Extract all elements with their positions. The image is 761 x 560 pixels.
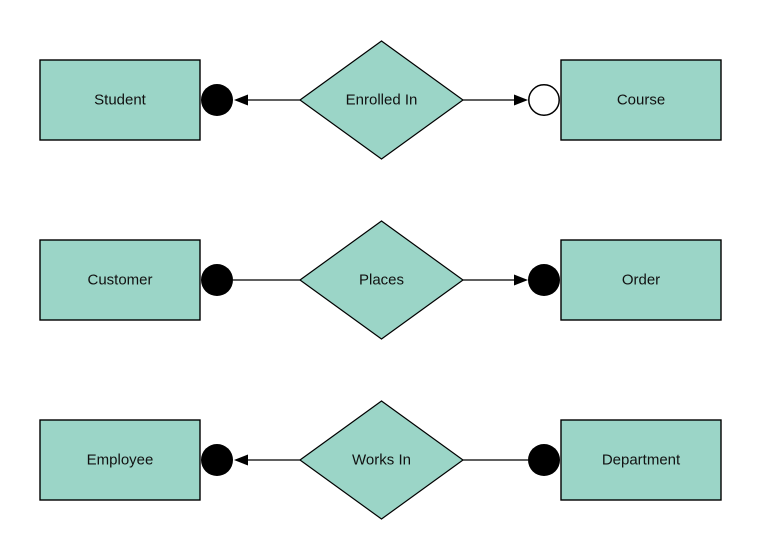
entity-department-label: Department (602, 452, 681, 469)
arrowhead-right-icon (514, 274, 528, 286)
cardinality-dot-filled (201, 444, 233, 476)
entity-order-label: Order (622, 272, 660, 289)
entity-employee (39, 419, 201, 501)
entity-department (560, 419, 722, 501)
relationship-places-label: Places (359, 272, 404, 289)
arrowhead-left-icon (234, 454, 248, 466)
cardinality-dot-filled (528, 444, 560, 476)
er-row-employee-department: Employee Works In Department (39, 400, 722, 520)
arrowhead-right-icon (514, 94, 528, 106)
relationship-works-in-label: Works In (352, 452, 411, 469)
entity-course-label: Course (617, 92, 665, 109)
er-row-customer-order: Customer Places Order (39, 220, 722, 340)
entity-customer-label: Customer (87, 272, 152, 289)
entity-course (560, 59, 722, 141)
entity-student (39, 59, 201, 141)
cardinality-dot-filled (528, 264, 560, 296)
arrowhead-left-icon (234, 94, 248, 106)
er-row-student-course: Student Enrolled In Course (39, 40, 722, 160)
entity-customer (39, 239, 201, 321)
cardinality-dot-filled (201, 84, 233, 116)
entity-employee-label: Employee (87, 452, 154, 469)
entity-student-label: Student (94, 92, 147, 109)
entity-order (560, 239, 722, 321)
cardinality-dot-open (528, 84, 560, 116)
relationship-enrolled-in-label: Enrolled In (346, 92, 418, 109)
cardinality-dot-filled (201, 264, 233, 296)
